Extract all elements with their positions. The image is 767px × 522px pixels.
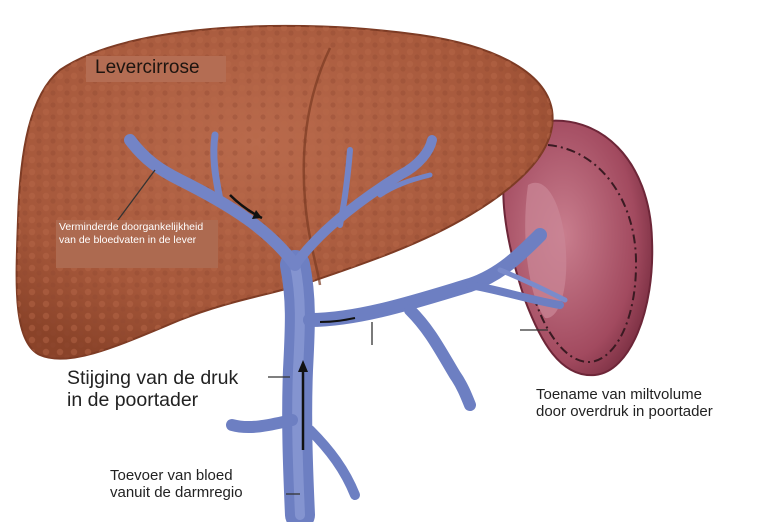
supply-label-line2: vanuit de darmregio xyxy=(110,484,243,501)
spleen-label-line2: door overdruk in poortader xyxy=(536,403,713,420)
vessels-note-label: Verminderde doorgankelijkheid van de blo… xyxy=(59,221,219,248)
spleen-label-line1: Toename van miltvolume xyxy=(536,386,713,403)
pressure-label: Stijging van de druk in de poortader xyxy=(67,367,238,412)
pressure-label-line2: in de poortader xyxy=(67,389,238,411)
spleen-label: Toename van miltvolume door overdruk in … xyxy=(536,386,713,421)
diagram-title: Levercirrose xyxy=(95,57,200,79)
supply-label: Toevoer van bloed vanuit de darmregio xyxy=(110,467,243,502)
supply-label-line1: Toevoer van bloed xyxy=(110,467,243,484)
pressure-label-line1: Stijging van de druk xyxy=(67,367,238,389)
